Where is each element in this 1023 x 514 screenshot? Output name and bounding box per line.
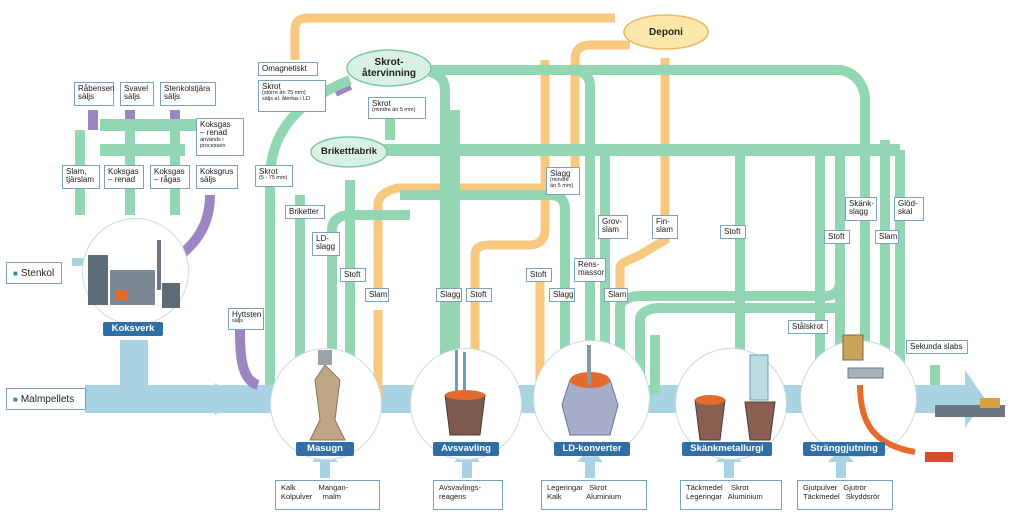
desulfurization-icon	[444, 350, 486, 436]
label-briketter: Briketter	[285, 205, 325, 219]
skank-inputs: Täckmedel Skrot Legeringar Aluminium	[680, 480, 782, 510]
label-ld-slagg: LD- slagg	[312, 232, 340, 256]
brikettfabrik-ellipse	[310, 136, 388, 168]
label-stenkolstjara: Stenkolstjära säljs	[160, 82, 216, 106]
stenkol-label: Stenkol	[20, 268, 55, 279]
koksgas-renad-text: Koksgas – renad	[200, 120, 231, 138]
label-stoft-1: Stoft	[340, 268, 366, 282]
hyttsten-text: Hyttsten	[232, 310, 262, 319]
label-finslam: Fin- slam	[652, 215, 678, 239]
label-skrot-mindre: Skrot(mindre än 5 mm)	[368, 97, 426, 119]
raw-input-malmpellets: ■Malmpellets	[6, 388, 86, 410]
raw-input-stenkol: ■Stenkol	[6, 262, 62, 284]
skrot-storre-note: (större än 75 mm) säljs el. återtas i LD	[262, 90, 310, 103]
label-skrot-storre: Skrot(större än 75 mm) säljs el. återtas…	[258, 80, 326, 112]
stage-skankmetallurgi: Skänkmetallurgi	[682, 442, 772, 456]
label-slam-ld: Slam	[604, 288, 628, 302]
label-slam-1: Slam	[365, 288, 389, 302]
brikettfabrik-node: Brikettfabrik	[321, 145, 377, 157]
stage-ld-konverter: LD-konverter	[554, 442, 630, 456]
label-stoft-avs: Stoft	[466, 288, 492, 302]
label-skrot-5-75: Skrot(5 - 75 mm)	[255, 165, 293, 187]
continuous-casting-icon	[842, 334, 953, 462]
label-slagg-mindre: Slagg(mindre än 5 mm)	[546, 167, 580, 195]
stage-avsvavling: Avsvavling	[433, 442, 499, 456]
ld-inputs: Legeringar Skrot Kalk Aluminium	[541, 480, 647, 510]
label-koksgrus: Koksgrus säljs	[196, 165, 238, 189]
label-koksgas-ragas: Koksgas – rågas	[150, 165, 190, 189]
rolling-mill-icon	[935, 398, 1005, 417]
avsvavling-inputs: Avsvavlings- reagens	[433, 480, 503, 510]
blast-furnace-icon	[309, 350, 346, 441]
koksgas-renad-note: används i processen	[200, 136, 226, 149]
masugn-inputs: Kalk Mangan- Kolpulver malm	[275, 480, 380, 510]
skrotatervinning-node: Skrot- återvinning	[362, 57, 416, 79]
skrot-5-75-note: (5 - 75 mm)	[259, 175, 288, 182]
label-grovslam: Grov- slam	[598, 215, 628, 239]
label-skankslagg: Skänk- slagg	[845, 197, 877, 221]
stage-koksverk: Koksverk	[103, 322, 163, 336]
strang-inputs: Gjutpulver Gjutrör Täckmedel Skyddsrör	[797, 480, 893, 510]
label-slagg-ld: Slagg	[549, 288, 575, 302]
slagg-mindre-note: (mindre än 5 mm)	[550, 177, 574, 190]
label-stalskrot: Stålskrot	[788, 320, 828, 334]
stage-masugn: Masugn	[296, 442, 354, 456]
label-glodskal: Glöd- skal	[894, 197, 924, 221]
label-slam-strang: Slam	[875, 230, 899, 244]
label-slam-tjarslam: Slam, tjärslam	[62, 165, 100, 189]
label-koksgas-renad-2: Koksgas – renad	[104, 165, 144, 189]
malmpellets-label: Malmpellets	[20, 394, 75, 405]
label-stoft-strang: Stoft	[824, 230, 850, 244]
deponi-node: Deponi	[649, 26, 683, 38]
label-rabensen: Råbensen säljs	[74, 82, 114, 106]
label-svavel: Svavel säljs	[120, 82, 154, 106]
coke-oven-icon	[88, 240, 180, 308]
label-stoft-ld: Stoft	[526, 268, 552, 282]
skrot-storre-text: Skrot	[262, 82, 281, 91]
ladle-metallurgy-icon	[694, 354, 776, 441]
slagg-mindre-text: Slagg	[550, 169, 571, 178]
skrotatervinning-ellipse	[346, 49, 432, 87]
skrot-mindre-note: (mindre än 5 mm)	[372, 107, 416, 114]
label-sekunda-slabs: Sekunda slabs	[906, 340, 968, 354]
label-slagg-avs: Slagg	[436, 288, 462, 302]
deponi-ellipse	[623, 14, 709, 50]
label-rensmassor: Rens- massor	[574, 258, 606, 282]
stage-stranggjutning: Stränggjutning	[803, 442, 885, 456]
hyttsten-note: säljs	[232, 318, 244, 325]
label-omagnetiskt: Omagnetiskt	[258, 62, 318, 76]
label-stoft-skank: Stoft	[720, 225, 746, 239]
skrot-5-75-text: Skrot	[259, 167, 278, 176]
skrot-mindre-text: Skrot	[372, 99, 391, 108]
ld-converter-icon	[561, 345, 619, 436]
